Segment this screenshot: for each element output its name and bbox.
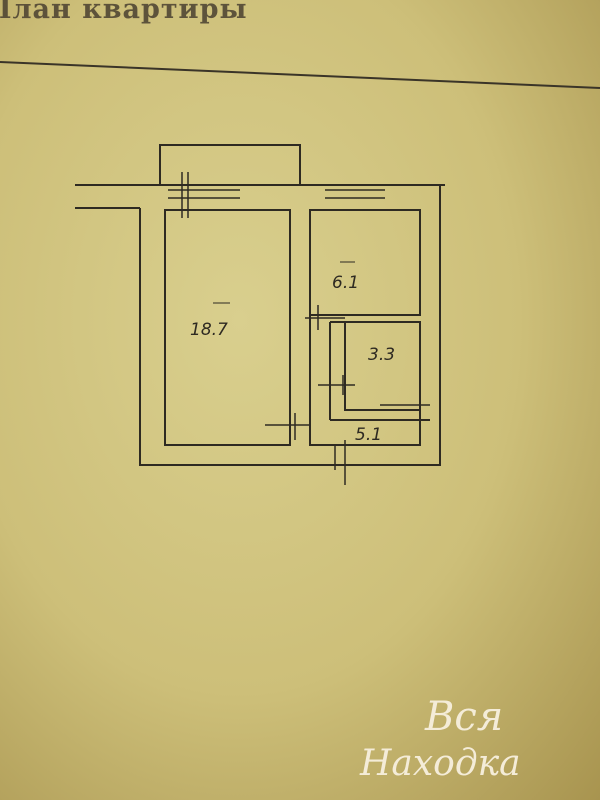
room-area-hall: 5.1 <box>355 425 382 445</box>
room-bathroom <box>344 321 421 411</box>
room-kitchen <box>309 209 421 316</box>
room-living <box>164 209 291 446</box>
watermark-line1: Вся <box>424 694 503 740</box>
walls <box>75 144 445 466</box>
document-title: План квартиры <box>0 0 248 25</box>
room-area-living: 18.7 <box>190 320 228 340</box>
watermark-logo: Вся Находка <box>359 694 521 784</box>
watermark-line2: Находка <box>359 743 521 784</box>
window-door-marks <box>168 172 430 485</box>
room-area-bathroom: 3.3 <box>368 345 395 365</box>
header-rule <box>0 61 600 89</box>
room-area-kitchen: 6.1 <box>332 273 359 293</box>
balcony <box>159 144 301 186</box>
